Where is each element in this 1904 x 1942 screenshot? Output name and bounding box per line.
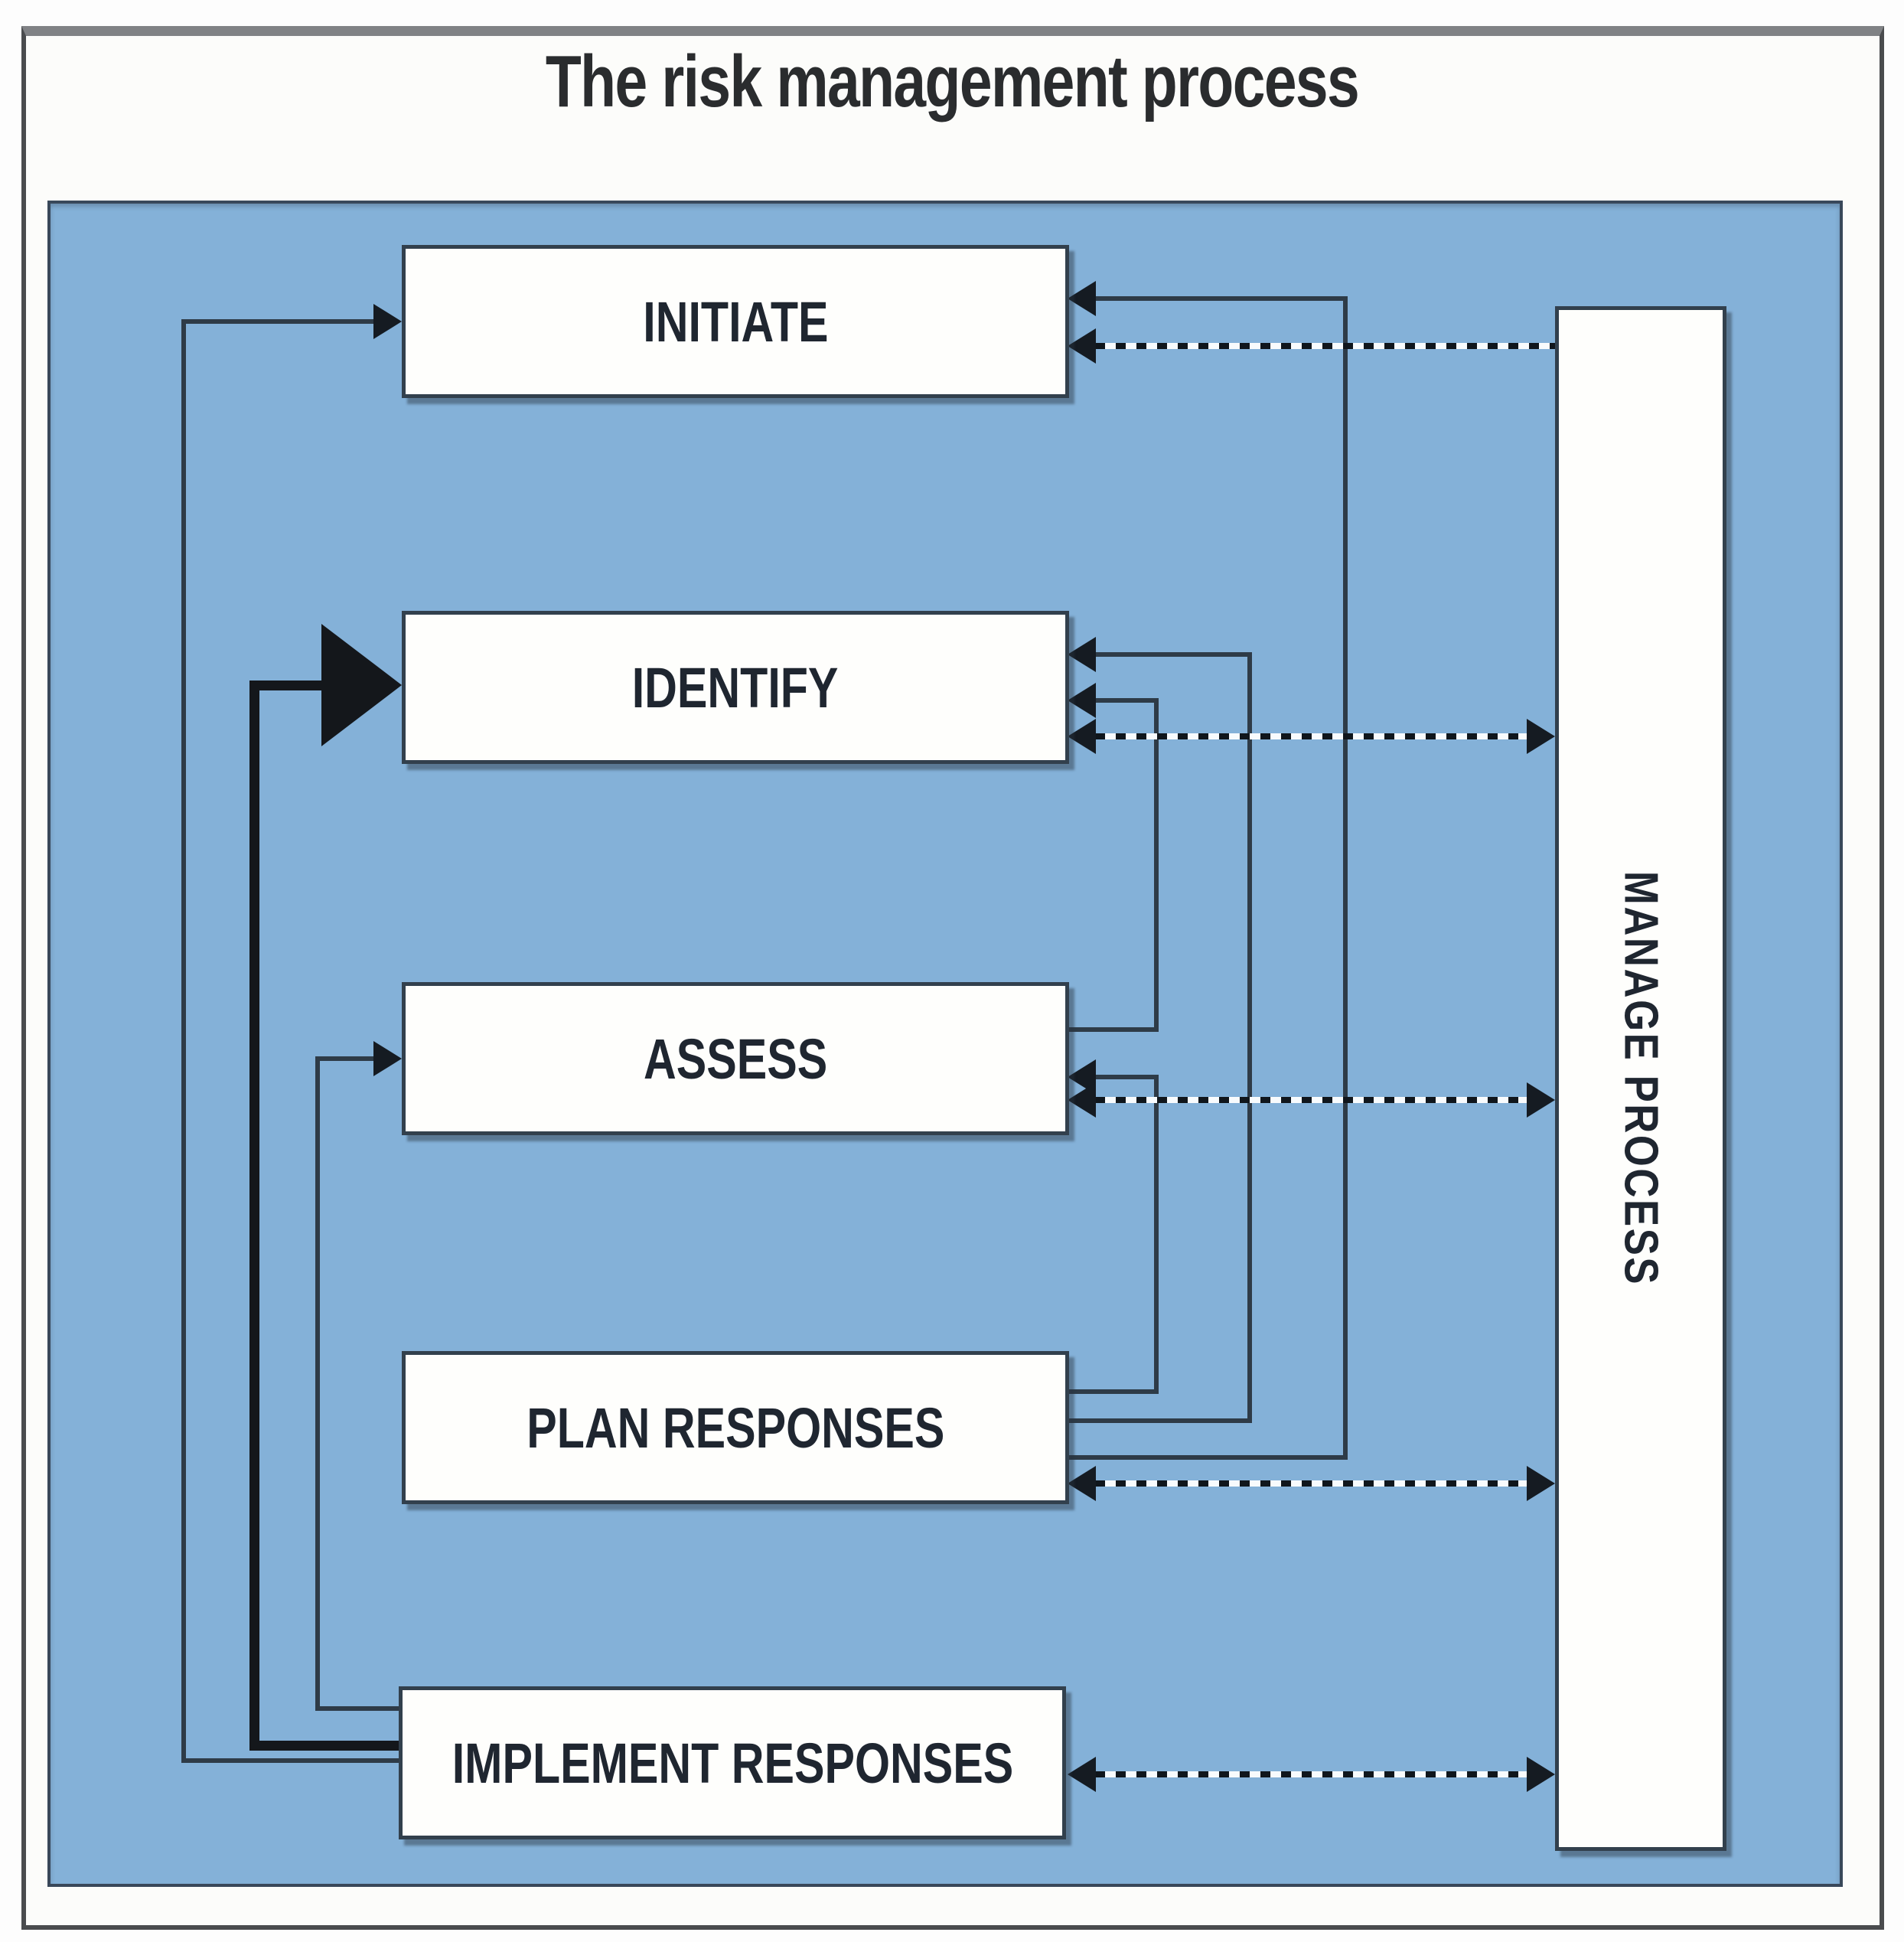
dotted-arrowhead-into-manage-from-assess-icon [1527,1082,1555,1118]
line-plan-to-assess-exit [1068,1389,1159,1394]
arrowhead-into-assess-left-icon [373,1041,402,1076]
line-plan-to-identify-vertical [1247,652,1252,1423]
dotted-arrowhead-into-manage-from-identify-icon [1527,719,1555,754]
arrowhead-into-initiate-right-icon [1068,281,1096,316]
dotted-arrowhead-into-initiate-icon [1068,328,1096,364]
dotted-identify-manage [1095,733,1527,739]
line-assess-to-identify-exit [1068,1027,1159,1032]
line-implement-to-initiate-bottom [181,1758,402,1763]
dotted-plan-manage [1095,1480,1527,1487]
dotted-implement-manage [1095,1771,1527,1777]
dotted-arrowhead-into-assess-icon [1068,1082,1096,1118]
identify-label: IDENTIFY [632,655,839,720]
line-plan-to-identify-exit [1068,1418,1252,1423]
line-implement-to-assess-vertical [315,1056,320,1711]
dotted-arrowhead-into-manage-from-implement-icon [1527,1757,1555,1792]
dotted-arrowhead-into-manage-from-plan-icon [1527,1466,1555,1501]
line-implement-to-assess-top [315,1056,374,1061]
dotted-arrowhead-into-plan-icon [1068,1466,1096,1501]
assess-label: ASSESS [643,1026,828,1091]
line-plan-to-initiate-exit [1068,1455,1348,1460]
diagram-title: The risk management process [545,41,1360,122]
process-box-identify: IDENTIFY [402,611,1069,764]
line-implement-to-identify-bottom [249,1741,402,1751]
line-plan-to-identify-entry [1095,652,1247,657]
line-implement-to-identify-vertical [249,681,259,1751]
line-implement-to-assess-bottom [315,1706,402,1711]
dotted-arrowhead-into-identify-icon [1068,719,1096,754]
line-plan-to-assess-vertical [1154,1075,1159,1394]
line-assess-to-identify-vertical [1154,698,1159,1032]
arrowhead-into-identify-top-icon [1068,637,1096,672]
manage-process-label: MANAGE PROCESS [1614,870,1668,1287]
plan-responses-label: PLAN RESPONSES [526,1395,945,1460]
dotted-initiate-manage [1095,343,1555,349]
dotted-assess-manage [1095,1097,1527,1103]
process-box-initiate: INITIATE [402,245,1069,398]
arrowhead-into-identify-mid-icon [1068,683,1096,718]
implement-responses-label: IMPLEMENT RESPONSES [452,1731,1013,1795]
process-box-implement-responses: IMPLEMENT RESPONSES [399,1686,1066,1839]
arrowhead-into-initiate-left-icon [373,304,402,339]
line-assess-to-identify-entry [1095,698,1154,703]
line-implement-to-initiate-top [181,319,374,324]
line-plan-to-initiate-vertical [1343,296,1348,1460]
line-plan-to-assess-entry [1095,1075,1154,1079]
process-box-assess: ASSESS [402,982,1069,1135]
dotted-arrowhead-into-implement-icon [1068,1757,1096,1792]
line-implement-to-initiate-vertical [181,319,186,1763]
big-arrowhead-into-identify-icon [321,624,402,746]
line-implement-to-identify-top [249,681,323,690]
process-box-plan-responses: PLAN RESPONSES [402,1351,1069,1504]
line-plan-to-initiate-entry [1095,296,1343,301]
initiate-label: INITIATE [642,289,829,354]
process-box-manage-process: MANAGE PROCESS [1555,306,1726,1851]
